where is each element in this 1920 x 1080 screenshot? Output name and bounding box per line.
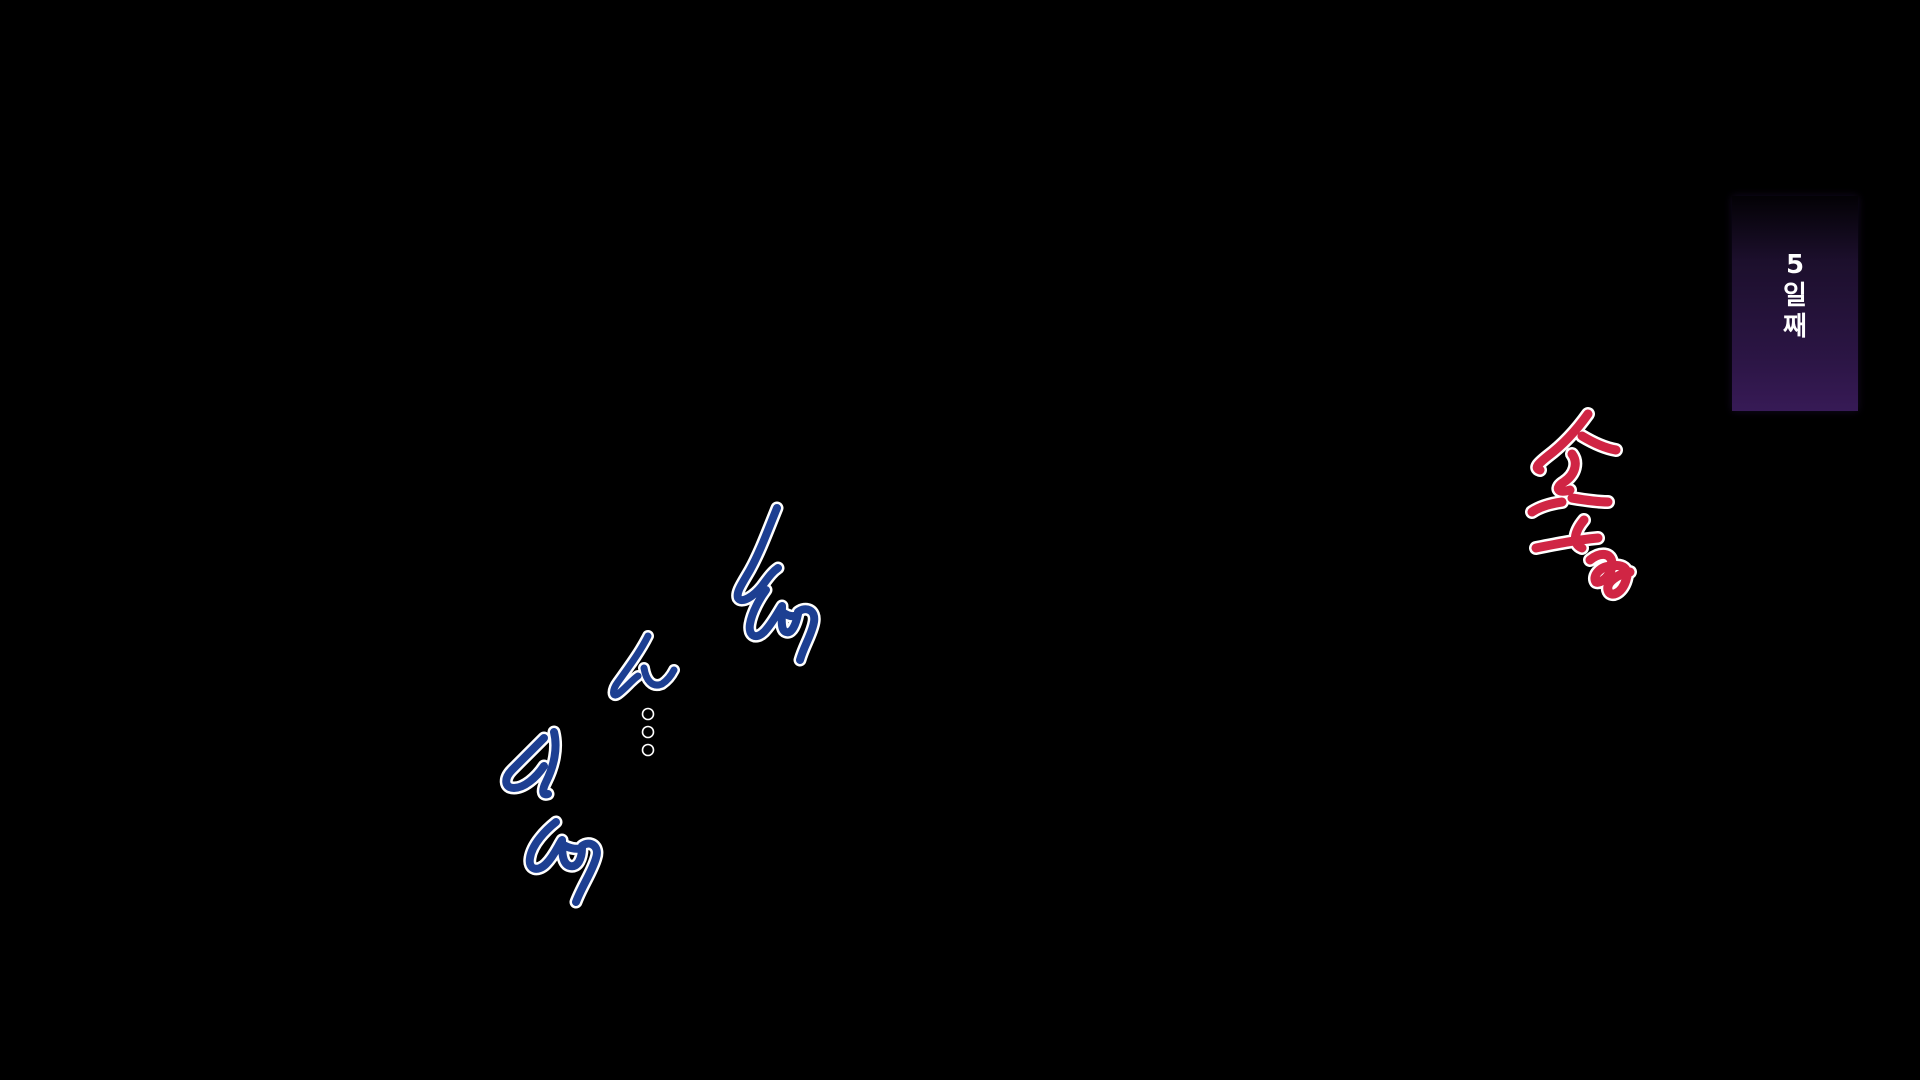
day-counter-text: 5 일 째	[1783, 250, 1807, 342]
day-counter-badge: 5 일 째	[1732, 196, 1858, 411]
sfx-blue-middle	[607, 630, 680, 757]
sfx-blue-bottom	[499, 725, 604, 909]
ellipsis-dot	[641, 707, 655, 721]
sfx-blue-top	[731, 501, 821, 667]
sfx-red-right	[1525, 407, 1637, 602]
ellipsis-dot	[641, 725, 655, 739]
ellipsis-dot	[641, 743, 655, 757]
sfx-blue-top-outline	[731, 501, 821, 667]
